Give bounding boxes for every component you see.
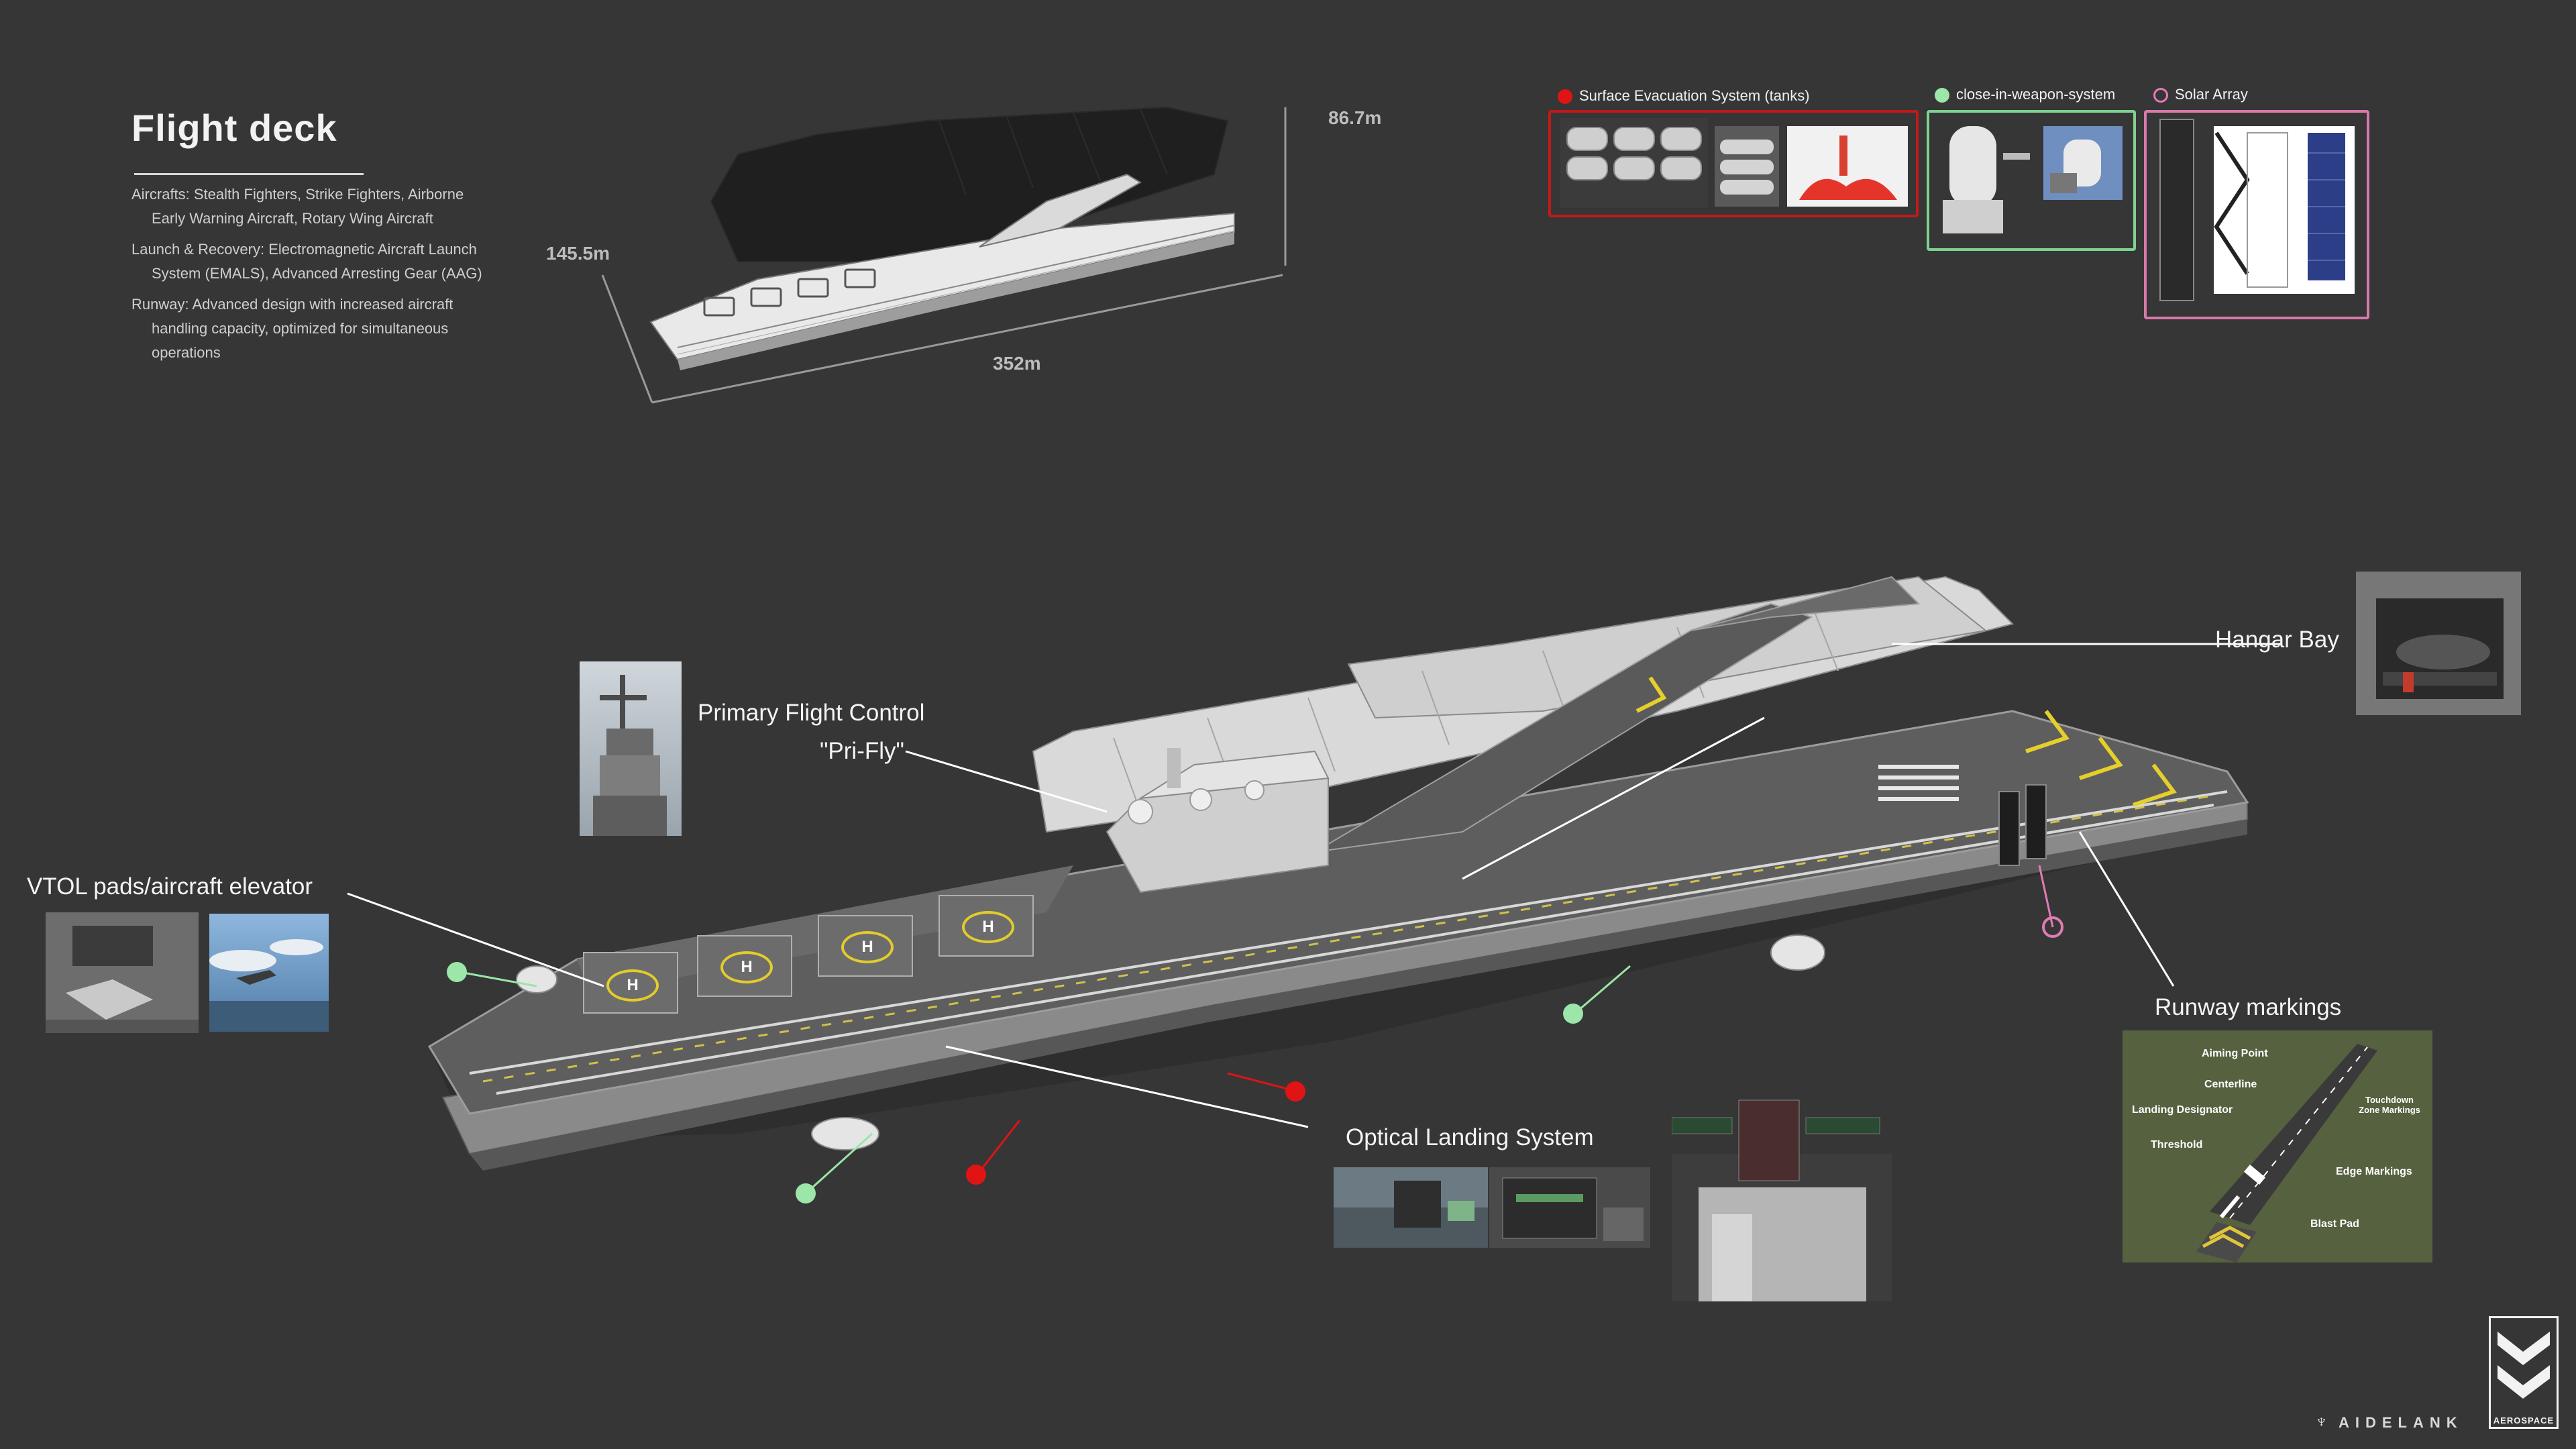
callout-runway: Runway markings bbox=[2155, 994, 2342, 1020]
callout-hangar: Hangar Bay bbox=[2215, 627, 2339, 653]
legend-ciws-label: close-in-weapon-system bbox=[1956, 86, 2116, 103]
hangar-interior-illustration bbox=[2356, 572, 2521, 715]
runway-label-centerline: Centerline bbox=[2204, 1079, 2257, 1090]
runway-label-edge-markings: Edge Markings bbox=[2336, 1166, 2412, 1177]
vtol-photo-sky bbox=[209, 914, 329, 1032]
red-dot-icon bbox=[1558, 89, 1572, 105]
ship-overview-diagram bbox=[601, 106, 1287, 404]
callout-pri-fly-sub: "Pri-Fly" bbox=[820, 738, 904, 764]
pink-ring-icon bbox=[2153, 88, 2168, 103]
vtol-photo-elevator bbox=[46, 912, 199, 1033]
ciws-image-box bbox=[1927, 110, 2136, 251]
helipad-icon: H bbox=[841, 931, 894, 963]
evac-marker bbox=[966, 1165, 986, 1185]
brand-mark-icon: ♆ bbox=[2314, 1411, 2334, 1432]
spec-aircrafts: Aircrafts: Stealth Fighters, Strike Figh… bbox=[131, 186, 464, 227]
legend-evac-label: Surface Evacuation System (tanks) bbox=[1579, 87, 1810, 104]
solar-image-box bbox=[2144, 110, 2369, 319]
legend-solar: Solar Array bbox=[2153, 86, 2248, 103]
title-divider bbox=[134, 173, 364, 175]
dimension-width: 145.5m bbox=[546, 243, 610, 264]
optical-device-illustration bbox=[1334, 1181, 1488, 1248]
aircraft-elevator-illustration bbox=[46, 912, 199, 1033]
callout-vtol: VTOL pads/aircraft elevator bbox=[27, 873, 313, 900]
solar-marker bbox=[2042, 916, 2063, 938]
legend-ciws: close-in-weapon-system bbox=[1935, 86, 2115, 103]
dimension-length: 352m bbox=[993, 353, 1041, 374]
brand-wordmark-text: AIDELANK bbox=[2339, 1414, 2463, 1431]
callout-optical: Optical Landing System bbox=[1346, 1124, 1594, 1150]
runway-label-blast-pad: Blast Pad bbox=[2310, 1218, 2359, 1230]
legend-solar-label: Solar Array bbox=[2175, 86, 2248, 103]
optical-tower-illustration bbox=[1672, 1099, 1892, 1301]
brand-wordmark: ♆ AIDELANK bbox=[2314, 1411, 2463, 1432]
runway-label-threshold: Threshold bbox=[2151, 1139, 2203, 1150]
helipad-icon: H bbox=[720, 951, 773, 983]
vtol-aircraft-illustration bbox=[209, 939, 329, 1032]
spec-launch-recovery: Launch & Recovery: Electromagnetic Aircr… bbox=[131, 241, 482, 282]
ciws-marker bbox=[1563, 1004, 1583, 1024]
optical-render-illustration bbox=[1502, 1177, 1644, 1241]
logo-icon: AEROSPACE bbox=[2489, 1316, 2559, 1429]
ciws-illustration bbox=[1943, 126, 2123, 233]
runway-label-landing-designator: Landing Designator bbox=[2132, 1104, 2233, 1116]
ciws-marker bbox=[447, 962, 467, 982]
helipad-icon: H bbox=[962, 911, 1014, 943]
ciws-marker bbox=[796, 1183, 816, 1203]
pri-fly-photo bbox=[580, 661, 682, 836]
evac-marker bbox=[1285, 1081, 1305, 1102]
runway-label-aiming-point: Aiming Point bbox=[2202, 1048, 2268, 1059]
spec-list: Aircrafts: Stealth Fighters, Strike Figh… bbox=[131, 182, 494, 372]
runway-aerial-illustration bbox=[2123, 1030, 2432, 1263]
optical-photo-2 bbox=[1489, 1167, 1650, 1248]
island-tower-illustration bbox=[593, 675, 667, 836]
page-title: Flight deck bbox=[131, 107, 337, 149]
callout-pri-fly: Primary Flight Control bbox=[698, 700, 925, 726]
optical-photo-1 bbox=[1334, 1167, 1488, 1248]
logo-emblem-icon bbox=[2498, 1332, 2550, 1399]
runway-label-touchdown-zone: Touchdown Zone Markings bbox=[2359, 1095, 2420, 1115]
evac-image-box bbox=[1548, 110, 1919, 217]
green-dot-icon bbox=[1935, 88, 1949, 103]
dimension-height: 86.7m bbox=[1328, 107, 1382, 128]
solar-array-illustration bbox=[2159, 119, 2355, 301]
optical-render-3d bbox=[1672, 1087, 1892, 1301]
hangar-photo bbox=[2356, 572, 2521, 715]
helipad-icon: H bbox=[606, 969, 659, 1002]
evac-tank-illustration bbox=[1560, 118, 1908, 208]
runway-diagram: Aiming Point Centerline Landing Designat… bbox=[2123, 1030, 2432, 1263]
spec-runway: Runway: Advanced design with increased a… bbox=[131, 296, 453, 361]
logo-sub-text: AEROSPACE bbox=[2493, 1415, 2555, 1426]
legend-evac: Surface Evacuation System (tanks) bbox=[1558, 87, 1810, 105]
